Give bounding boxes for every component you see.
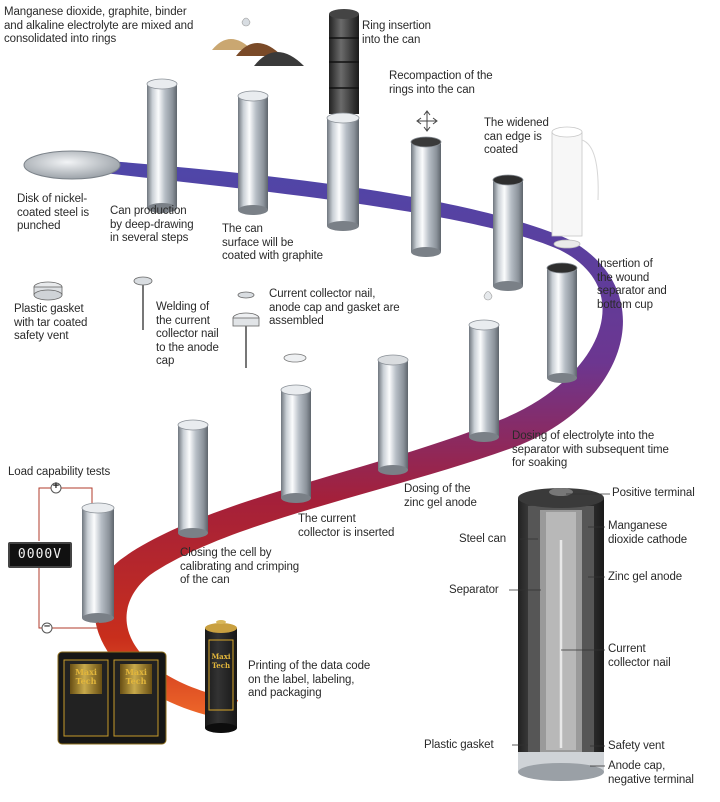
- label-collector-inserted: The current collector is inserted: [298, 513, 395, 539]
- can-7: [468, 319, 500, 442]
- welded-nail-part: [133, 276, 153, 330]
- cutaway-steel-can: Steel can: [459, 533, 507, 545]
- battery-brand: Maxi Tech: [211, 652, 231, 670]
- can-3: [326, 112, 360, 231]
- terminal-minus-label: –: [43, 620, 51, 632]
- label-electrolyte-dosing: Dosing of electrolyte into the separator…: [512, 430, 669, 469]
- separator-roll: [551, 126, 599, 249]
- terminal-plus-icon: [50, 482, 62, 494]
- label-welding: Welding of the current collector nail to…: [156, 301, 219, 367]
- label-can-production: Can production by deep-drawing in severa…: [110, 205, 194, 244]
- cutaway-collector-nail: Current collector nail: [608, 643, 671, 669]
- cutaway-safety-vent: Safety vent: [608, 740, 665, 752]
- plastic-gasket-part: [33, 281, 63, 301]
- label-load-tests: Load capability tests: [8, 466, 111, 478]
- label-collector-assembly: Current collector nail, anode cap and ga…: [269, 288, 400, 327]
- can-1: [146, 78, 178, 213]
- label-graphite-coating: The can surface will be coated with grap…: [222, 223, 323, 262]
- collector-assembly-part: [232, 291, 260, 368]
- test-circuit-wires: [38, 487, 99, 629]
- package-brand-right: Maxi Tech: [125, 667, 147, 686]
- can-9: [280, 353, 312, 503]
- aa-battery: [205, 620, 237, 733]
- cutaway-plastic-gasket: Plastic gasket: [424, 739, 494, 751]
- cutaway-positive-terminal: Positive terminal: [612, 487, 695, 499]
- process-ribbon: [60, 158, 623, 720]
- cutaway-anode-cap: Anode cap, negative terminal: [608, 760, 694, 786]
- can-8: [377, 354, 409, 475]
- can-10: [177, 419, 209, 538]
- label-can-edge: The widened can edge is coated: [484, 117, 549, 156]
- droplet-2: [483, 291, 493, 301]
- cutaway-battery: [518, 488, 604, 781]
- recompaction-arrows: [416, 110, 438, 132]
- raw-materials: [212, 17, 304, 66]
- voltmeter-display: 0000V: [8, 542, 72, 568]
- cutaway-zinc-anode: Zinc gel anode: [608, 571, 683, 583]
- label-materials-mix: Manganese dioxide, graphite, binder and …: [4, 6, 194, 45]
- cutaway-cathode: Manganese dioxide cathode: [608, 520, 688, 546]
- load-test-cell: [81, 502, 115, 623]
- ring-stack: [329, 9, 359, 114]
- terminal-plus-label: +: [52, 480, 60, 492]
- terminal-minus-icon: [41, 622, 53, 634]
- can-2: [237, 90, 269, 215]
- can-4: [410, 136, 442, 257]
- label-ring-insertion: Ring insertion into the can: [362, 20, 431, 46]
- can-6: [546, 262, 578, 383]
- label-separator-insertion: Insertion of the wound separator and bot…: [597, 258, 667, 311]
- label-closing: Closing the cell by calibrating and crim…: [180, 547, 300, 586]
- package-brand-left: Maxi Tech: [75, 667, 97, 686]
- steel-disk: [23, 150, 121, 180]
- battery-package: [57, 651, 167, 745]
- label-recompaction: Recompaction of the rings into the can: [389, 70, 493, 96]
- cutaway-separator: Separator: [449, 584, 499, 596]
- label-disk: Disk of nickel- coated steel is punched: [17, 193, 90, 232]
- cutaway-leaders: [509, 493, 610, 767]
- label-printing: Printing of the data code on the label, …: [248, 660, 371, 699]
- label-plastic-gasket-vent: Plastic gasket with tar coated safety ve…: [14, 303, 88, 342]
- can-5: [492, 174, 524, 291]
- label-zinc-dosing: Dosing of the zinc gel anode: [404, 483, 477, 509]
